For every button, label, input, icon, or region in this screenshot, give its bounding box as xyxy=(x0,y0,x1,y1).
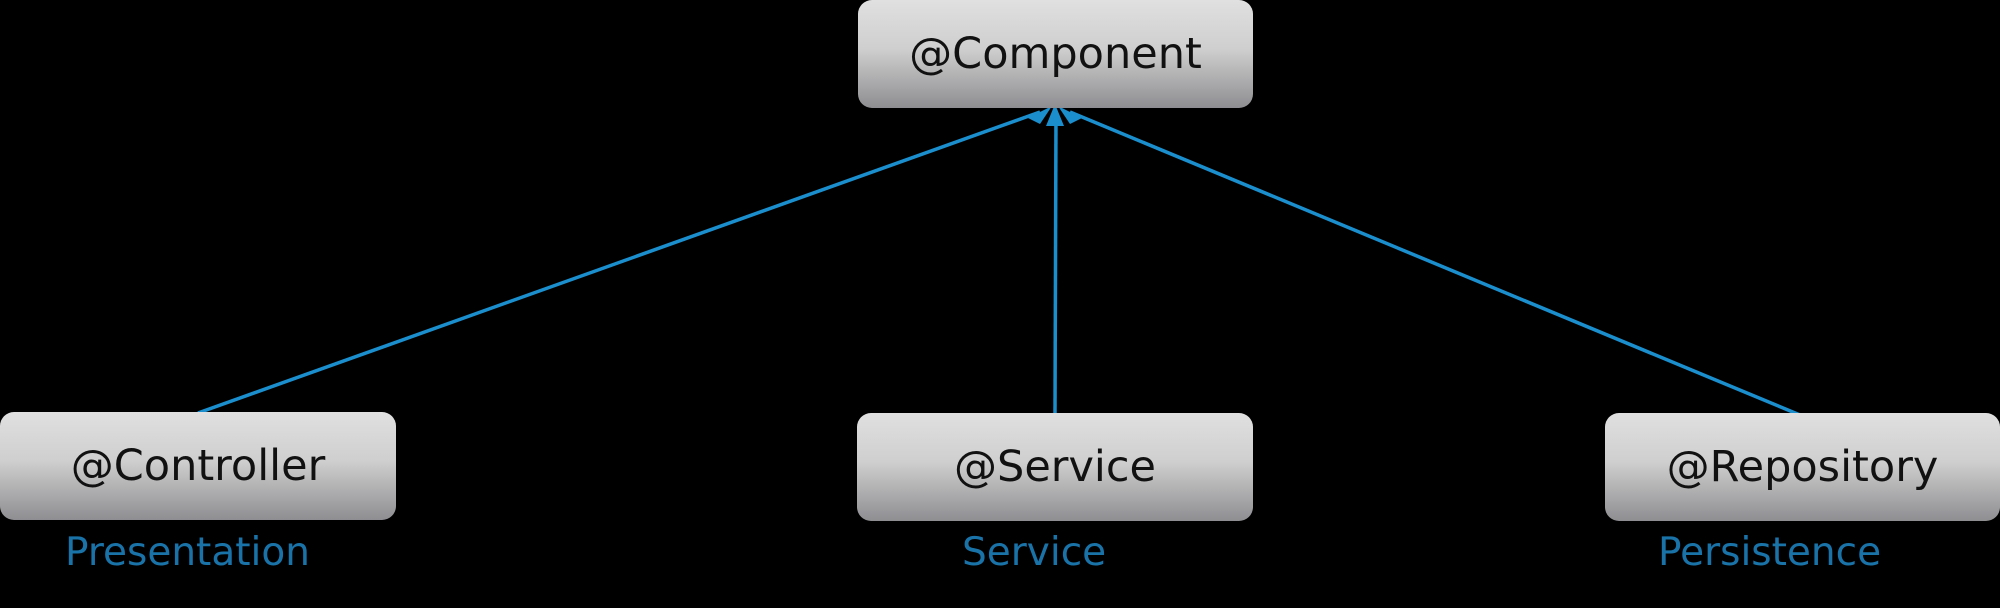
component-box: @Component xyxy=(858,0,1253,108)
controller-box: @Controller xyxy=(0,412,396,520)
arrowhead-left xyxy=(1028,106,1052,124)
edge-controller-to-component xyxy=(197,110,1041,415)
persistence-layer-label: Persistence xyxy=(1658,530,1882,575)
service-layer-label: Service xyxy=(962,530,1107,575)
component-label: @Component xyxy=(909,29,1202,79)
controller-label: @Controller xyxy=(70,441,326,491)
presentation-layer-label: Presentation xyxy=(65,530,310,575)
service-label: @Service xyxy=(954,442,1156,492)
edge-service-to-component xyxy=(1053,111,1058,414)
service-box: @Service xyxy=(857,413,1253,521)
arrowhead-right xyxy=(1058,106,1082,124)
repository-box: @Repository xyxy=(1605,413,2000,521)
arrowhead-center xyxy=(1046,104,1064,126)
repository-label: @Repository xyxy=(1666,442,1939,492)
edge-repository-to-component xyxy=(1069,110,1801,417)
